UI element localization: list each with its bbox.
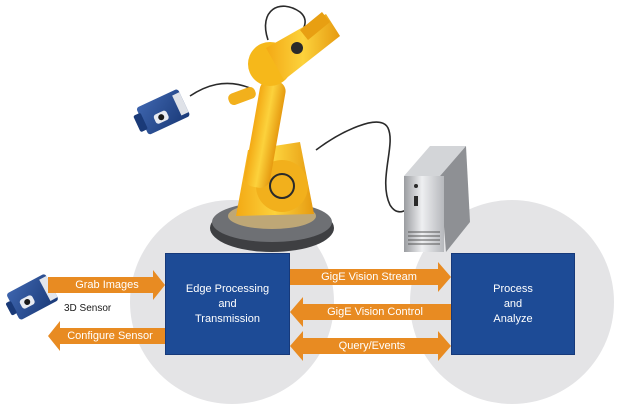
process-box-line1: Process: [493, 282, 533, 295]
process-box-line2: and: [503, 297, 523, 310]
server-tower-icon: [404, 146, 470, 252]
robot-arm-icon: [210, 12, 340, 252]
grab-images-label: Grab Images: [75, 279, 139, 291]
configure-sensor-label: Configure Sensor: [67, 330, 153, 342]
process-box-line3: Analyze: [493, 312, 533, 325]
process-analyze-box: Process and Analyze: [451, 253, 575, 355]
query-events-arrow: [290, 331, 451, 361]
3d-sensor-icon: [6, 274, 58, 320]
edge-box-line1: Edge Processing: [185, 282, 270, 295]
gige-stream-label: GigE Vision Stream: [321, 271, 417, 283]
edge-box-line3: Transmission: [194, 312, 260, 325]
gige-control-label: GigE Vision Control: [327, 306, 423, 318]
query-events-label: Query/Events: [338, 340, 406, 352]
edge-box-line2: and: [218, 297, 237, 310]
configure-sensor-arrow: [48, 321, 165, 351]
edge-processing-box: Edge Processing and Transmission: [165, 253, 290, 355]
gige-vision-control-arrow: [290, 297, 451, 327]
3d-sensor-label: 3D Sensor: [64, 303, 112, 314]
camera-sensor-icon: [133, 89, 190, 135]
grab-images-arrow: [48, 270, 165, 300]
gige-vision-stream-arrow: [290, 262, 451, 292]
